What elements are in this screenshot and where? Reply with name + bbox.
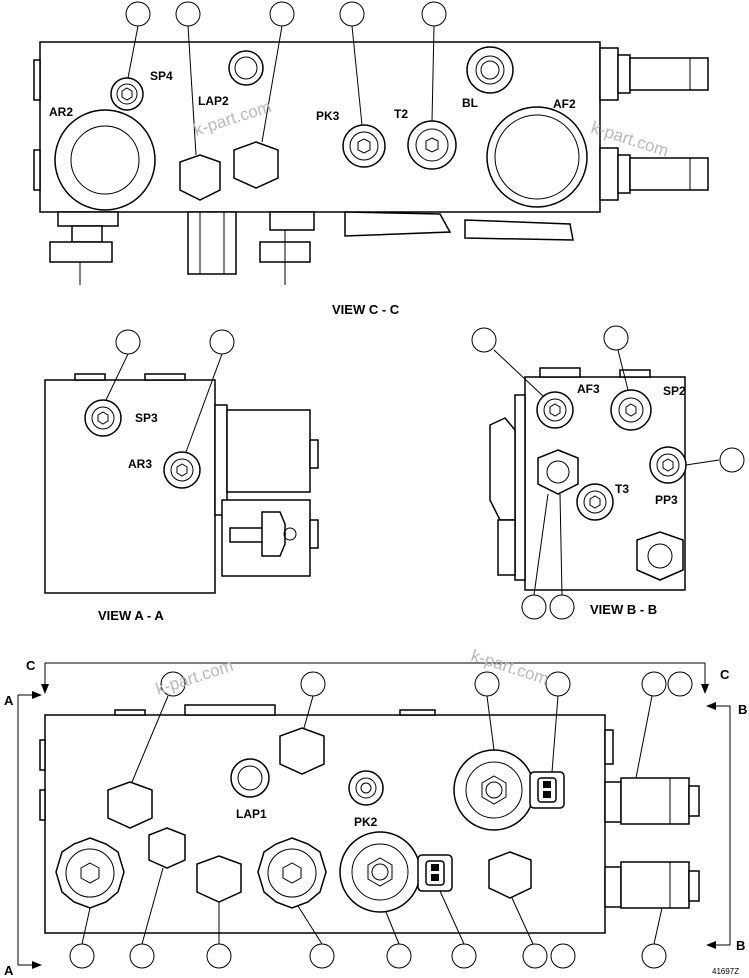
marker-b-bottom: B — [736, 938, 745, 953]
star-knob-center — [257, 837, 327, 909]
callout-balloon — [603, 325, 629, 351]
hex-plug-lap2 — [179, 154, 221, 201]
hex-plug-m4 — [196, 855, 242, 903]
view-b-section: AF3 SP2 T3 PP3 VIEW B - B — [471, 325, 745, 620]
port-pk3 — [342, 124, 386, 168]
hex-plug-c2 — [233, 141, 279, 189]
marker-c-left: C — [26, 658, 36, 673]
solenoid-upper — [453, 749, 565, 831]
hex-plug-b2 — [636, 531, 684, 581]
callout-balloon — [641, 671, 667, 697]
main-view-section: C C A A B B — [4, 658, 747, 978]
callout-balloon — [309, 943, 335, 969]
callout-balloon — [175, 1, 201, 27]
label-sp3: SP3 — [135, 411, 158, 425]
callout-balloon — [641, 943, 667, 969]
callout-balloon — [206, 943, 232, 969]
hex-plug-m3 — [148, 827, 186, 869]
view-c-title: VIEW C - C — [332, 302, 400, 317]
callout-balloon — [471, 327, 497, 353]
callout-balloon — [339, 1, 365, 27]
marker-a-bottom: A — [4, 963, 14, 978]
watermark: k-part.com — [153, 656, 235, 699]
drawing-id: 41697Z — [712, 967, 739, 976]
callout-balloon — [549, 594, 575, 620]
marker-a-top: A — [4, 693, 14, 708]
label-pp3: PP3 — [655, 493, 678, 507]
label-ar3: AR3 — [128, 457, 152, 471]
port-pp3 — [649, 446, 687, 484]
callout-balloon — [522, 943, 548, 969]
label-ar2: AR2 — [49, 105, 73, 119]
port-bl — [466, 46, 514, 94]
callout-balloon — [69, 943, 95, 969]
callout-balloon — [545, 671, 571, 697]
hex-plug-b1 — [537, 449, 579, 495]
callout-balloon — [474, 671, 500, 697]
label-lap1: LAP1 — [236, 807, 267, 821]
port-t2 — [407, 120, 457, 170]
callout-balloon — [300, 671, 326, 697]
callout-balloon — [667, 671, 693, 697]
callout-balloon — [269, 1, 295, 27]
callout-balloon — [421, 1, 447, 27]
label-af3: AF3 — [577, 382, 600, 396]
hex-plug-m1 — [107, 781, 153, 829]
callout-balloon — [451, 943, 477, 969]
label-pk2: PK2 — [354, 815, 378, 829]
callout-balloon — [550, 943, 576, 969]
callout-balloon — [521, 594, 547, 620]
view-b-title: VIEW B - B — [590, 602, 657, 617]
port-af2 — [486, 106, 588, 208]
callout-balloon — [125, 1, 151, 27]
label-af2: AF2 — [553, 97, 576, 111]
solenoid-lower — [339, 831, 453, 913]
port-sp4 — [110, 77, 144, 111]
label-lap2: LAP2 — [198, 94, 229, 108]
callout-balloon — [209, 329, 235, 355]
label-t2: T2 — [394, 107, 408, 121]
label-bl: BL — [462, 96, 478, 110]
port-ar3 — [163, 451, 201, 489]
callout-balloon — [386, 943, 412, 969]
port-ar2 — [54, 109, 156, 211]
label-sp4: SP4 — [150, 69, 173, 83]
label-sp2: SP2 — [663, 384, 686, 398]
port-lap2-plug — [228, 50, 264, 86]
port-pk2 — [348, 770, 384, 806]
port-lap1 — [230, 758, 270, 798]
callout-balloon — [129, 943, 155, 969]
callout-balloon — [719, 447, 745, 473]
hex-plug-m2 — [279, 727, 325, 775]
marker-b-top: B — [738, 702, 747, 717]
callout-balloon — [115, 329, 141, 355]
hex-plug-m5 — [488, 851, 532, 899]
port-af3 — [536, 391, 574, 429]
view-c-section: SP4 AR2 LAP2 PK3 T2 BL AF2 VIEW C - C — [33, 1, 709, 317]
label-pk3: PK3 — [316, 109, 340, 123]
view-a-section: SP3 AR3 VIEW A - A — [44, 329, 319, 623]
right-fittings-c — [599, 47, 709, 201]
view-a-title: VIEW A - A — [98, 608, 164, 623]
callout-balloon — [160, 671, 186, 697]
marker-c-right: C — [720, 667, 730, 682]
port-t3 — [576, 483, 614, 521]
port-sp2 — [610, 389, 652, 431]
label-t3: T3 — [615, 482, 629, 496]
port-sp3 — [84, 399, 122, 437]
